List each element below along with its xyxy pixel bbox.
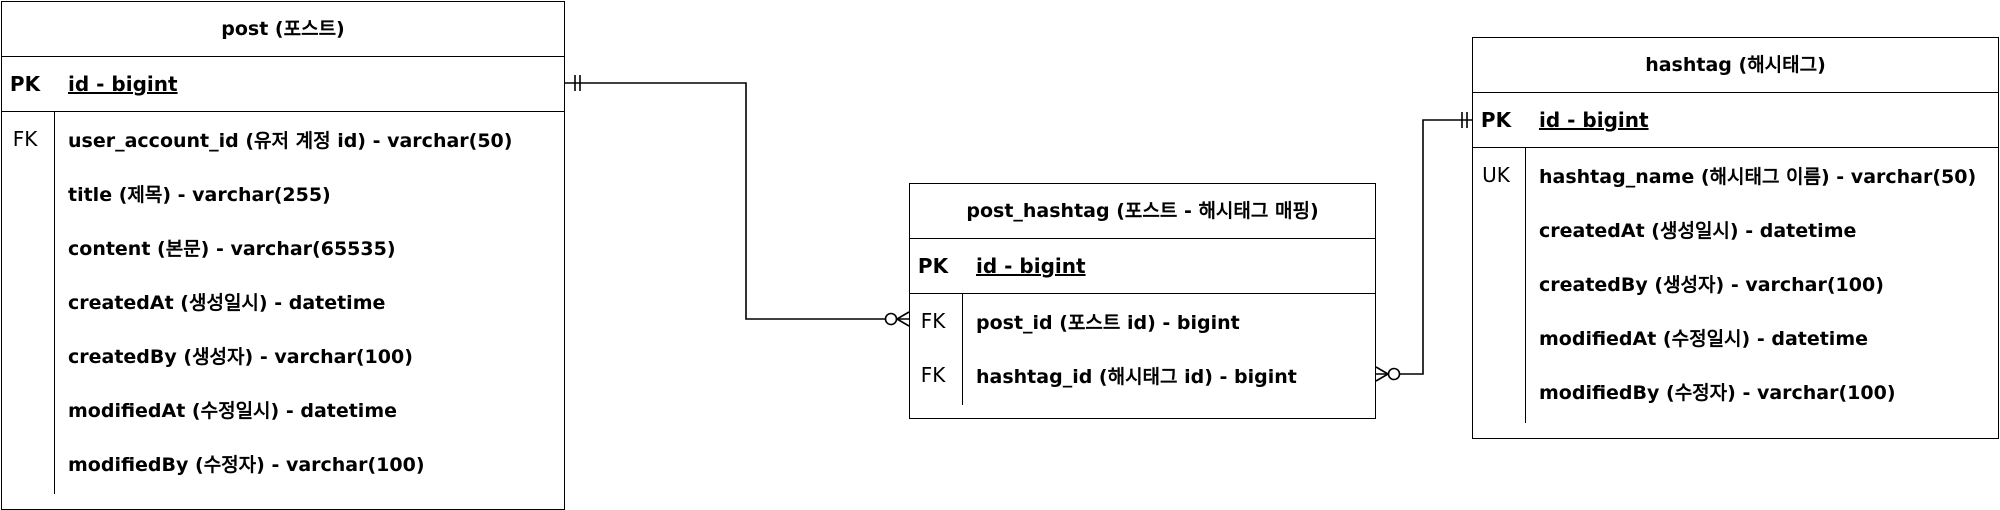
attribute-name: modifiedBy (수정자) - varchar(100) [68,453,425,476]
key-label: FK [12,127,38,151]
attribute-name: modifiedAt (수정일시) - datetime [1539,327,1869,350]
attribute-row[interactable]: content (본문) - varchar(65535) [2,220,564,274]
key-divider [962,294,964,405]
pk-row[interactable]: PK id - bigint [1473,93,1998,148]
attribute-row[interactable]: createdAt (생성일시) - datetime [2,274,564,328]
attribute-name: modifiedBy (수정자) - varchar(100) [1539,381,1896,404]
attribute-row[interactable]: modifiedAt (수정일시) - datetime [1473,310,1998,364]
pk-row[interactable]: PK id - bigint [2,57,564,112]
attribute-row[interactable]: createdBy (생성자) - varchar(100) [1473,256,1998,310]
pk-attribute: id - bigint [976,254,1086,278]
attribute-name: user_account_id (유저 계정 id) - varchar(50) [68,129,513,152]
crowfoot-mark [1375,373,1389,382]
pk-row[interactable]: PK id - bigint [910,239,1375,294]
attribute-name: createdBy (생성자) - varchar(100) [68,345,413,368]
entity-hashtag[interactable]: hashtag (해시태그) PK id - bigint UK hashtag… [1472,37,1999,439]
entity-post-hashtag[interactable]: post_hashtag (포스트 - 해시태그 매핑) PK id - big… [909,183,1376,419]
attribute-name: title (제목) - varchar(255) [68,183,331,206]
attribute-name: modifiedAt (수정일시) - datetime [68,399,398,422]
pk-attribute: id - bigint [68,72,178,96]
attribute-row[interactable]: UK hashtag_name (해시태그 이름) - varchar(50) [1473,148,1998,202]
attribute-name: content (본문) - varchar(65535) [68,237,396,260]
key-label: FK [920,363,946,387]
entity-title: post_hashtag (포스트 - 해시태그 매핑) [910,184,1375,239]
attribute-row[interactable]: FK hashtag_id (해시태그 id) - bigint [910,348,1375,402]
attribute-name: post_id (포스트 id) - bigint [976,311,1240,334]
attribute-row[interactable]: FK post_id (포스트 id) - bigint [910,294,1375,348]
entity-title: post (포스트) [2,2,564,57]
attribute-name: createdBy (생성자) - varchar(100) [1539,273,1884,296]
attribute-row[interactable]: createdBy (생성자) - varchar(100) [2,328,564,382]
attribute-list: FK post_id (포스트 id) - bigint FK hashtag_… [910,294,1375,405]
attribute-row[interactable]: createdAt (생성일시) - datetime [1473,202,1998,256]
entity-post[interactable]: post (포스트) PK id - bigint FK user_accoun… [1,1,565,510]
attribute-row[interactable]: FK user_account_id (유저 계정 id) - varchar(… [2,112,564,166]
attribute-list: FK user_account_id (유저 계정 id) - varchar(… [2,112,564,494]
pk-attribute: id - bigint [1539,108,1649,132]
attribute-row[interactable]: modifiedBy (수정자) - varchar(100) [2,436,564,490]
crowfoot-mark [896,311,910,320]
zero-circle-mark [884,312,898,326]
crowfoot-mark [1375,366,1389,375]
zero-circle-mark [1387,367,1401,381]
entity-title: hashtag (해시태그) [1473,38,1998,93]
key-divider [54,112,56,494]
key-label: PK [9,72,41,96]
key-label: FK [920,309,946,333]
key-label: PK [1480,108,1512,132]
crowfoot-mark [896,318,910,327]
relationship-hashtag-to-post-hashtag[interactable] [1375,112,1472,382]
key-divider [1525,148,1527,423]
key-label: UK [1482,163,1510,187]
relationship-post-to-post-hashtag[interactable] [565,75,910,327]
attribute-row[interactable]: modifiedAt (수정일시) - datetime [2,382,564,436]
attribute-name: hashtag_name (해시태그 이름) - varchar(50) [1539,165,1977,188]
attribute-row[interactable]: modifiedBy (수정자) - varchar(100) [1473,364,1998,418]
attribute-row[interactable]: title (제목) - varchar(255) [2,166,564,220]
key-label: PK [917,254,949,278]
attribute-name: hashtag_id (해시태그 id) - bigint [976,365,1297,388]
attribute-name: createdAt (생성일시) - datetime [68,291,386,314]
attribute-list: UK hashtag_name (해시태그 이름) - varchar(50) … [1473,148,1998,423]
attribute-name: createdAt (생성일시) - datetime [1539,219,1857,242]
